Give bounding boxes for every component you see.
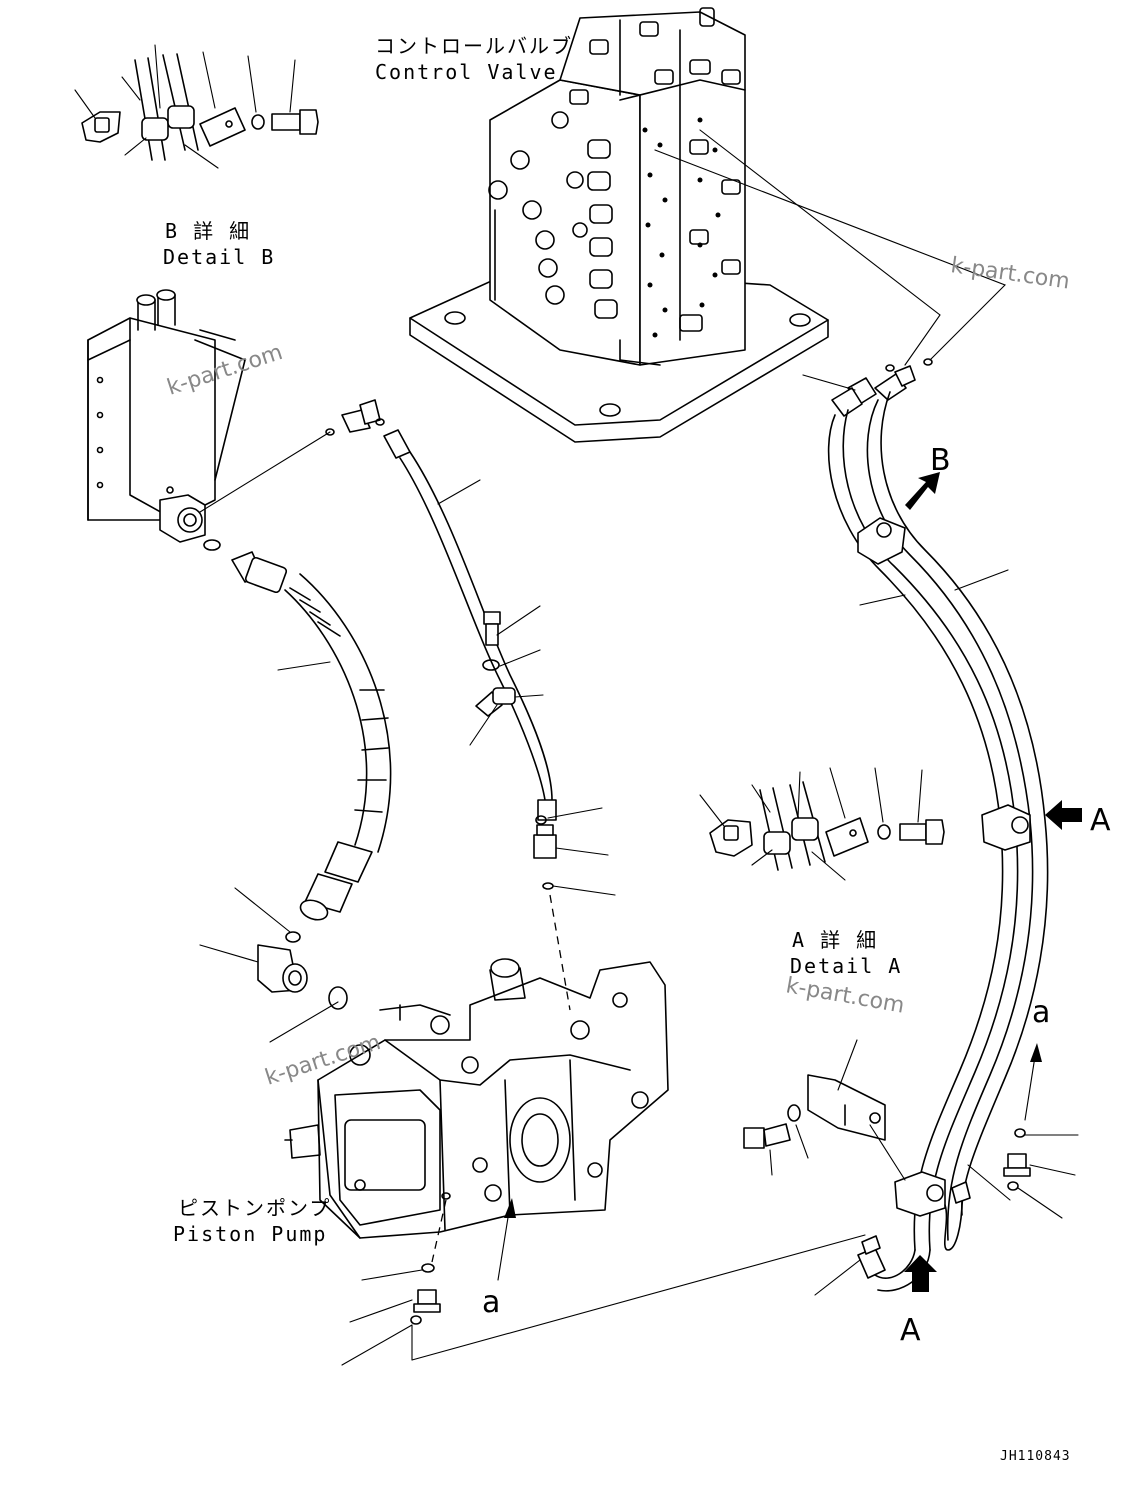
- detail-b-drawing: [74, 44, 319, 169]
- bracket-assembly-drawing: [743, 1039, 906, 1181]
- watermark-bottom-left: k-part.com: [262, 1030, 384, 1091]
- detail-b-label-en: Detail B: [163, 245, 275, 269]
- suction-hose-drawing: [231, 551, 392, 921]
- control-valve-label-jp: コントロールバルブ: [375, 34, 573, 58]
- control-valve-label-en: Control Valve: [375, 60, 558, 84]
- view-marker-b: B: [930, 443, 951, 478]
- piston-pump-label-jp: ピストンポンプ: [178, 1196, 331, 1220]
- piston-pump-drawing: [284, 958, 669, 1239]
- detail-a-label-en: Detail A: [790, 954, 902, 978]
- watermark-middle-right: k-part.com: [784, 973, 906, 1018]
- view-arrow-a-side: [1045, 800, 1082, 830]
- piston-pump-label-en: Piston Pump: [173, 1222, 327, 1246]
- detail-a-label-jp: A 詳 細: [792, 928, 878, 952]
- delivery-hoses-drawing: [802, 365, 1049, 1296]
- connection-label-a-pump: a: [482, 1285, 500, 1320]
- control-valve-drawing: [409, 7, 829, 443]
- pilot-hose-drawing: [341, 399, 557, 821]
- view-arrow-b: [905, 472, 940, 510]
- drawing-number: JH110843: [1000, 1449, 1071, 1464]
- elbow-fitting-drawing: [199, 944, 308, 993]
- detail-a-drawing: [699, 767, 945, 881]
- view-marker-a-bottom: A: [900, 1313, 921, 1348]
- detail-b-label-jp: B 詳 細: [165, 219, 251, 243]
- watermark-left: k-part.com: [164, 340, 286, 401]
- view-marker-a-side: A: [1090, 803, 1111, 838]
- tank-bracket-drawing: [87, 289, 246, 543]
- watermark-top-right: k-part.com: [949, 253, 1071, 294]
- view-arrow-a-bottom: [904, 1255, 937, 1292]
- connection-label-a-right: a: [1032, 995, 1050, 1030]
